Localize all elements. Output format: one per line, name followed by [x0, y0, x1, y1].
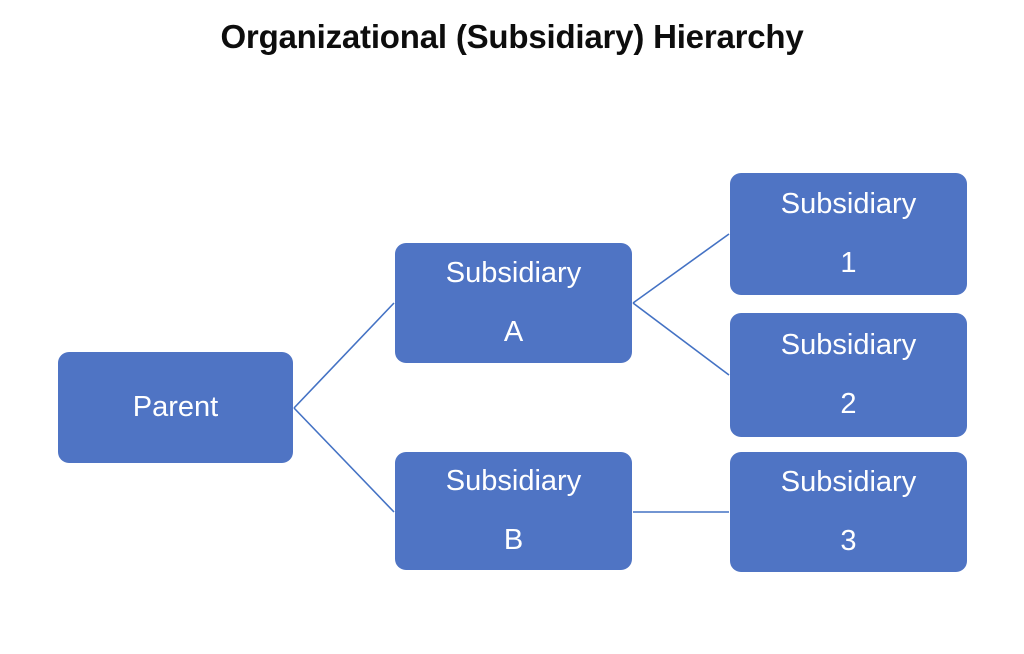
node-subsidiary-b-label-line2: B — [503, 524, 524, 556]
connector-sub-a-to-sub-1 — [632, 233, 730, 304]
node-subsidiary-2-label-line2: 2 — [840, 388, 857, 420]
connector-parent-to-sub-b — [293, 407, 395, 513]
node-subsidiary-2-label-line1: Subsidiary — [780, 329, 917, 361]
node-parent[interactable]: Parent — [58, 352, 293, 463]
page-title: Organizational (Subsidiary) Hierarchy — [220, 18, 804, 55]
node-subsidiary-1[interactable]: Subsidiary 1 — [730, 173, 967, 295]
connector-sub-a-to-sub-2 — [632, 302, 730, 376]
node-subsidiary-a-label-line1: Subsidiary — [445, 257, 582, 289]
node-subsidiary-3[interactable]: Subsidiary 3 — [730, 452, 967, 572]
node-subsidiary-b[interactable]: Subsidiary B — [395, 452, 632, 570]
node-subsidiary-3-label-line2: 3 — [840, 525, 857, 557]
node-subsidiary-b-label-line1: Subsidiary — [445, 465, 582, 497]
node-subsidiary-3-label-line1: Subsidiary — [780, 466, 917, 498]
node-subsidiary-a[interactable]: Subsidiary A — [395, 243, 632, 363]
node-parent-label-line1: Parent — [132, 391, 219, 423]
node-subsidiary-a-label-line2: A — [503, 316, 524, 348]
connector-parent-to-sub-a — [293, 302, 395, 409]
node-subsidiary-1-label-line1: Subsidiary — [780, 188, 917, 220]
node-subsidiary-2[interactable]: Subsidiary 2 — [730, 313, 967, 437]
node-subsidiary-1-label-line2: 1 — [840, 247, 857, 279]
